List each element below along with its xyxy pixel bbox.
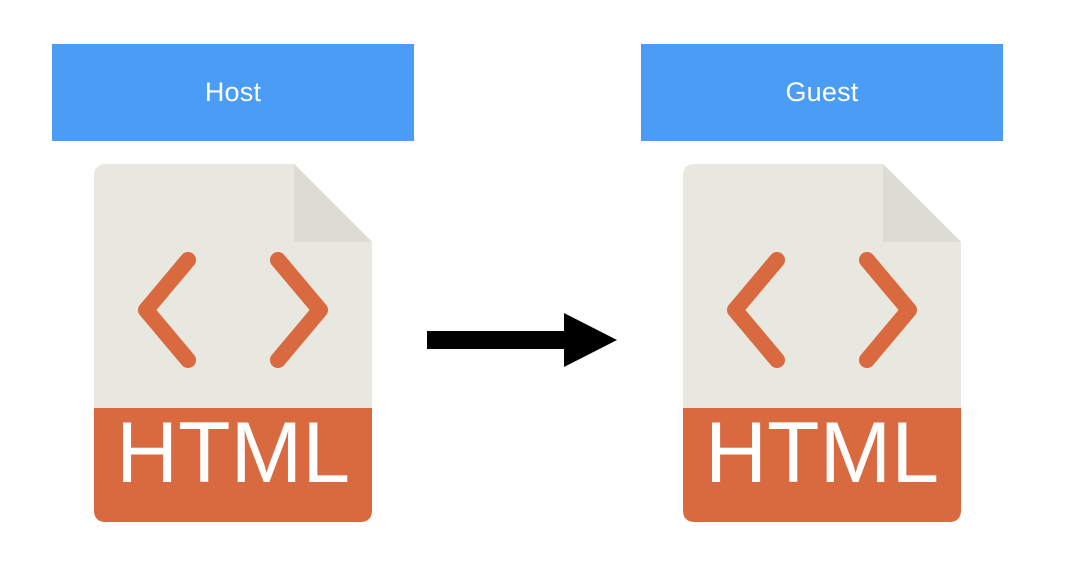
host-code-chevron-right-icon <box>270 252 328 368</box>
host-code-chevron-left-icon <box>138 252 196 368</box>
guest-html-file-icon-svg: HTML <box>683 164 961 522</box>
guest-html-file-icon: HTML <box>683 164 961 522</box>
guest-doc-fold-corner <box>883 164 961 242</box>
guest-code-chevron-right-icon <box>859 252 917 368</box>
guest-html-banner <box>683 408 961 522</box>
host-header-banner: Host <box>52 44 414 141</box>
host-html-file-icon-svg: HTML <box>94 164 372 522</box>
host-header-label: Host <box>204 77 262 107</box>
transfer-arrow <box>427 313 617 367</box>
guest-html-banner-label: HTML <box>705 405 939 501</box>
guest-column: Guest HTML <box>641 0 1003 572</box>
host-column: Host HTML <box>52 0 414 572</box>
host-html-banner <box>94 408 372 522</box>
host-html-file-icon: HTML <box>94 164 372 522</box>
host-html-banner-label: HTML <box>116 405 350 501</box>
guest-header-label: Guest <box>785 77 859 107</box>
host-doc-fold-corner <box>294 164 372 242</box>
right-arrow-icon <box>427 313 617 367</box>
right-arrow-shape <box>427 313 617 367</box>
guest-header-banner: Guest <box>641 44 1003 141</box>
guest-code-chevron-left-icon <box>727 252 785 368</box>
